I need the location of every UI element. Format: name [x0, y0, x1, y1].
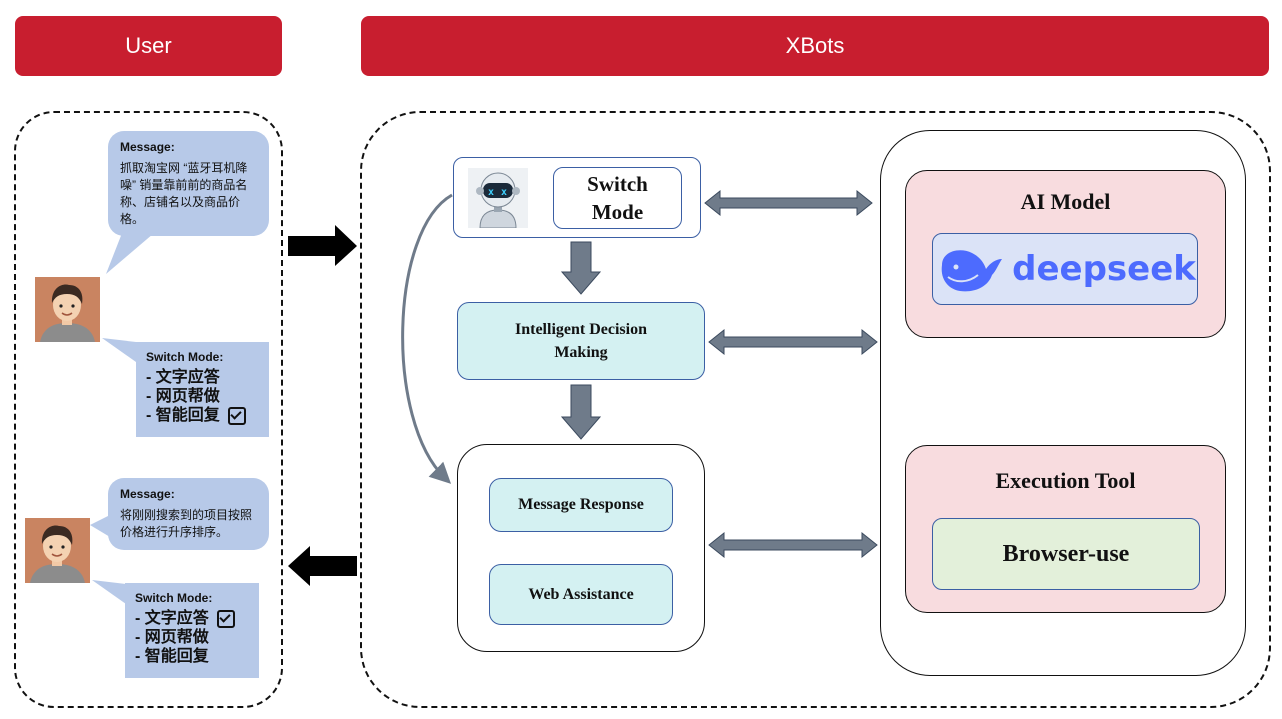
- whale-icon: [941, 250, 1003, 292]
- xbots-header-label: XBots: [785, 33, 845, 58]
- mode-2-title: Switch Mode:: [135, 591, 213, 605]
- message-bubble-1: Message: 抓取淘宝网 “蓝牙耳机降噪” 销量靠前前的商品名称、店铺名以及…: [108, 131, 269, 236]
- reply-arrow: [288, 546, 357, 586]
- switch-mode-label: Switch Mode: [587, 172, 648, 224]
- xbots-header: XBots: [361, 16, 1269, 76]
- checkbox-checked-icon: [227, 406, 246, 425]
- avatar: [35, 277, 100, 342]
- robot-icon: x x: [468, 168, 528, 229]
- switch-mode-box-2: Switch Mode: - 文字应答 - 网页帮做 - 智能回复: [125, 583, 259, 678]
- execution-tool-title: Execution Tool: [995, 468, 1136, 493]
- bubble-tail-1: [106, 228, 160, 274]
- double-arrow-3: [708, 531, 878, 559]
- browser-use-box: Browser-use: [932, 518, 1200, 590]
- decision-box: Intelligent Decision Making: [457, 302, 705, 380]
- svg-text:x: x: [488, 187, 494, 198]
- bubble-tail-2: [90, 515, 110, 537]
- message-1-title: Message:: [120, 140, 175, 154]
- mode-1-option-smart: - 智能回复: [146, 406, 259, 425]
- browser-use-label: Browser-use: [1002, 540, 1130, 567]
- xbots-panel: [360, 111, 1271, 708]
- switch-mode-box-1: Switch Mode: - 文字应答 - 网页帮做 - 智能回复: [136, 342, 269, 437]
- checkbox-checked-icon: [216, 609, 235, 628]
- ai-model-box: AI Model deepseek: [905, 170, 1226, 338]
- mode-1-option-text: - 文字应答: [146, 369, 220, 386]
- web-assistance-box: Web Assistance: [489, 564, 673, 625]
- switch-mode-label-box: Switch Mode: [553, 167, 682, 229]
- double-arrow-2: [708, 328, 878, 356]
- deepseek-logo: deepseek: [932, 233, 1198, 305]
- svg-text:x: x: [501, 187, 507, 198]
- user-header-label: User: [125, 33, 172, 58]
- user-panel: [14, 111, 283, 708]
- mode-1-title: Switch Mode:: [146, 350, 224, 364]
- message-2-text: 将刚刚搜索到的项目按照价格进行升序排序。: [120, 508, 253, 539]
- mode-tail-1: [102, 338, 136, 362]
- mode-2-option-text: - 文字应答: [135, 609, 249, 628]
- double-arrow-1: [704, 189, 873, 217]
- deepseek-wordmark: deepseek: [1012, 249, 1196, 289]
- mode-1-option-web: - 网页帮做: [146, 388, 220, 405]
- ai-model-title: AI Model: [1020, 189, 1111, 214]
- user-header: User: [15, 16, 282, 76]
- decision-label: Intelligent Decision Making: [515, 321, 647, 361]
- mode-tail-2: [92, 580, 126, 604]
- avatar: [25, 518, 90, 583]
- execution-tool-box: Execution Tool Browser-use: [905, 445, 1226, 613]
- mode-2-option-web: - 网页帮做: [135, 629, 209, 646]
- message-1-text: 抓取淘宝网 “蓝牙耳机降噪” 销量靠前前的商品名称、店铺名以及商品价格。: [120, 161, 248, 226]
- message-bubble-2: Message: 将刚刚搜索到的项目按照价格进行升序排序。: [108, 478, 269, 550]
- down-arrow-1: [560, 241, 602, 295]
- bypass-curve-arrow: [401, 193, 453, 484]
- down-arrow-2: [560, 384, 602, 440]
- message-response-box: Message Response: [489, 478, 673, 532]
- send-arrow: [288, 225, 357, 266]
- message-2-title: Message:: [120, 487, 175, 501]
- switch-mode-container: x x Switch Mode: [453, 157, 701, 238]
- mode-2-option-smart: - 智能回复: [135, 648, 209, 665]
- message-response-label: Message Response: [518, 496, 644, 513]
- web-assistance-label: Web Assistance: [528, 585, 634, 603]
